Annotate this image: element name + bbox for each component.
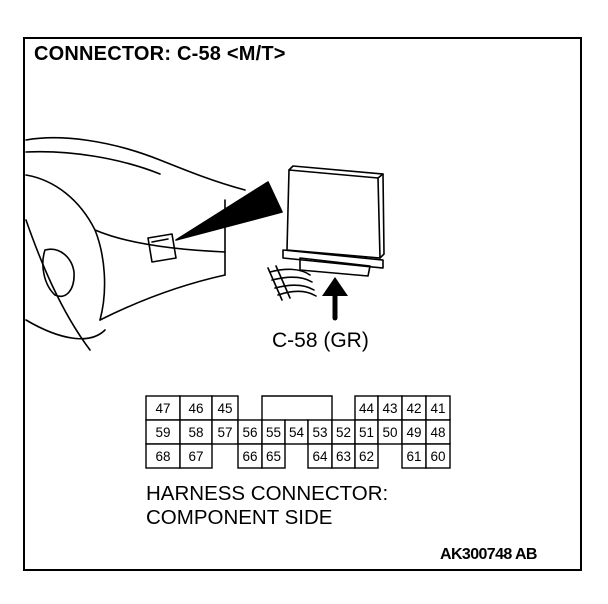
pin-number: 51 bbox=[359, 425, 374, 440]
pin-number: 62 bbox=[359, 449, 374, 464]
pin-number: 57 bbox=[217, 425, 232, 440]
pin-number: 44 bbox=[359, 401, 375, 416]
pin-number: 59 bbox=[155, 425, 170, 440]
pin-cell bbox=[211, 395, 239, 421]
pin-number: 47 bbox=[155, 401, 170, 416]
connector-callout-label: C-58 (GR) bbox=[272, 329, 369, 352]
dashboard-top-line bbox=[25, 136, 246, 191]
caption-line-1: HARNESS CONNECTOR: bbox=[146, 482, 389, 505]
pin-cell bbox=[354, 443, 379, 469]
pin-number: 67 bbox=[188, 449, 203, 464]
pin-cell bbox=[145, 395, 181, 421]
pin-number: 46 bbox=[188, 401, 203, 416]
pin-cell bbox=[145, 443, 181, 469]
dashboard-panel-lower bbox=[99, 274, 226, 321]
pin-cell bbox=[425, 443, 451, 469]
pin-cell bbox=[261, 443, 286, 469]
ecu-side-edge bbox=[379, 173, 385, 259]
pin-number: 56 bbox=[242, 425, 257, 440]
pin-number: 45 bbox=[217, 401, 232, 416]
pin-number: 50 bbox=[382, 425, 397, 440]
ecu-top-edge bbox=[288, 165, 384, 179]
module-location-inner bbox=[151, 238, 169, 243]
pin-number: 63 bbox=[336, 449, 351, 464]
module-location-box bbox=[147, 233, 177, 263]
pin-number: 54 bbox=[289, 425, 305, 440]
pin-cell bbox=[377, 419, 403, 445]
pointer-wedge bbox=[175, 181, 283, 241]
connector-key-outline bbox=[261, 395, 333, 420]
pin-cell bbox=[179, 443, 213, 469]
diagram-frame bbox=[23, 37, 582, 571]
dashboard-panel-edge bbox=[94, 229, 226, 253]
connector-caption: HARNESS CONNECTOR: COMPONENT SIDE bbox=[146, 482, 388, 530]
pin-number: 61 bbox=[406, 449, 421, 464]
dashboard-top-inner bbox=[25, 150, 161, 175]
dashboard-gauge-outline bbox=[42, 248, 75, 297]
pin-number: 42 bbox=[406, 401, 421, 416]
pin-number: 43 bbox=[382, 401, 397, 416]
callout-arrow-head bbox=[322, 277, 348, 296]
figure-id: AK300748 AB bbox=[440, 546, 537, 563]
pin-number: 52 bbox=[336, 425, 351, 440]
pin-cell bbox=[401, 443, 427, 469]
harness-wrap bbox=[267, 265, 291, 301]
pin-cell bbox=[307, 443, 333, 469]
dashboard-bottom-line bbox=[25, 319, 106, 340]
harness-wires bbox=[269, 268, 317, 297]
ecu-connector bbox=[299, 257, 371, 277]
pin-number: 64 bbox=[312, 449, 328, 464]
pin-number: 53 bbox=[312, 425, 327, 440]
pin-number: 55 bbox=[266, 425, 281, 440]
ecu-base bbox=[282, 249, 384, 269]
pin-number: 48 bbox=[430, 425, 445, 440]
pin-cell bbox=[179, 419, 213, 445]
caption-line-2: COMPONENT SIDE bbox=[146, 506, 333, 529]
connector-title: CONNECTOR: C-58 <M/T> bbox=[34, 43, 286, 65]
pin-number: 65 bbox=[266, 449, 281, 464]
pin-number: 41 bbox=[430, 401, 445, 416]
pin-cell bbox=[237, 443, 263, 469]
pin-number: 49 bbox=[406, 425, 421, 440]
dashboard-lower-curve bbox=[25, 219, 91, 351]
pin-number: 68 bbox=[155, 449, 170, 464]
pin-number: 66 bbox=[242, 449, 257, 464]
pin-number: 58 bbox=[188, 425, 203, 440]
pin-number: 60 bbox=[430, 449, 445, 464]
